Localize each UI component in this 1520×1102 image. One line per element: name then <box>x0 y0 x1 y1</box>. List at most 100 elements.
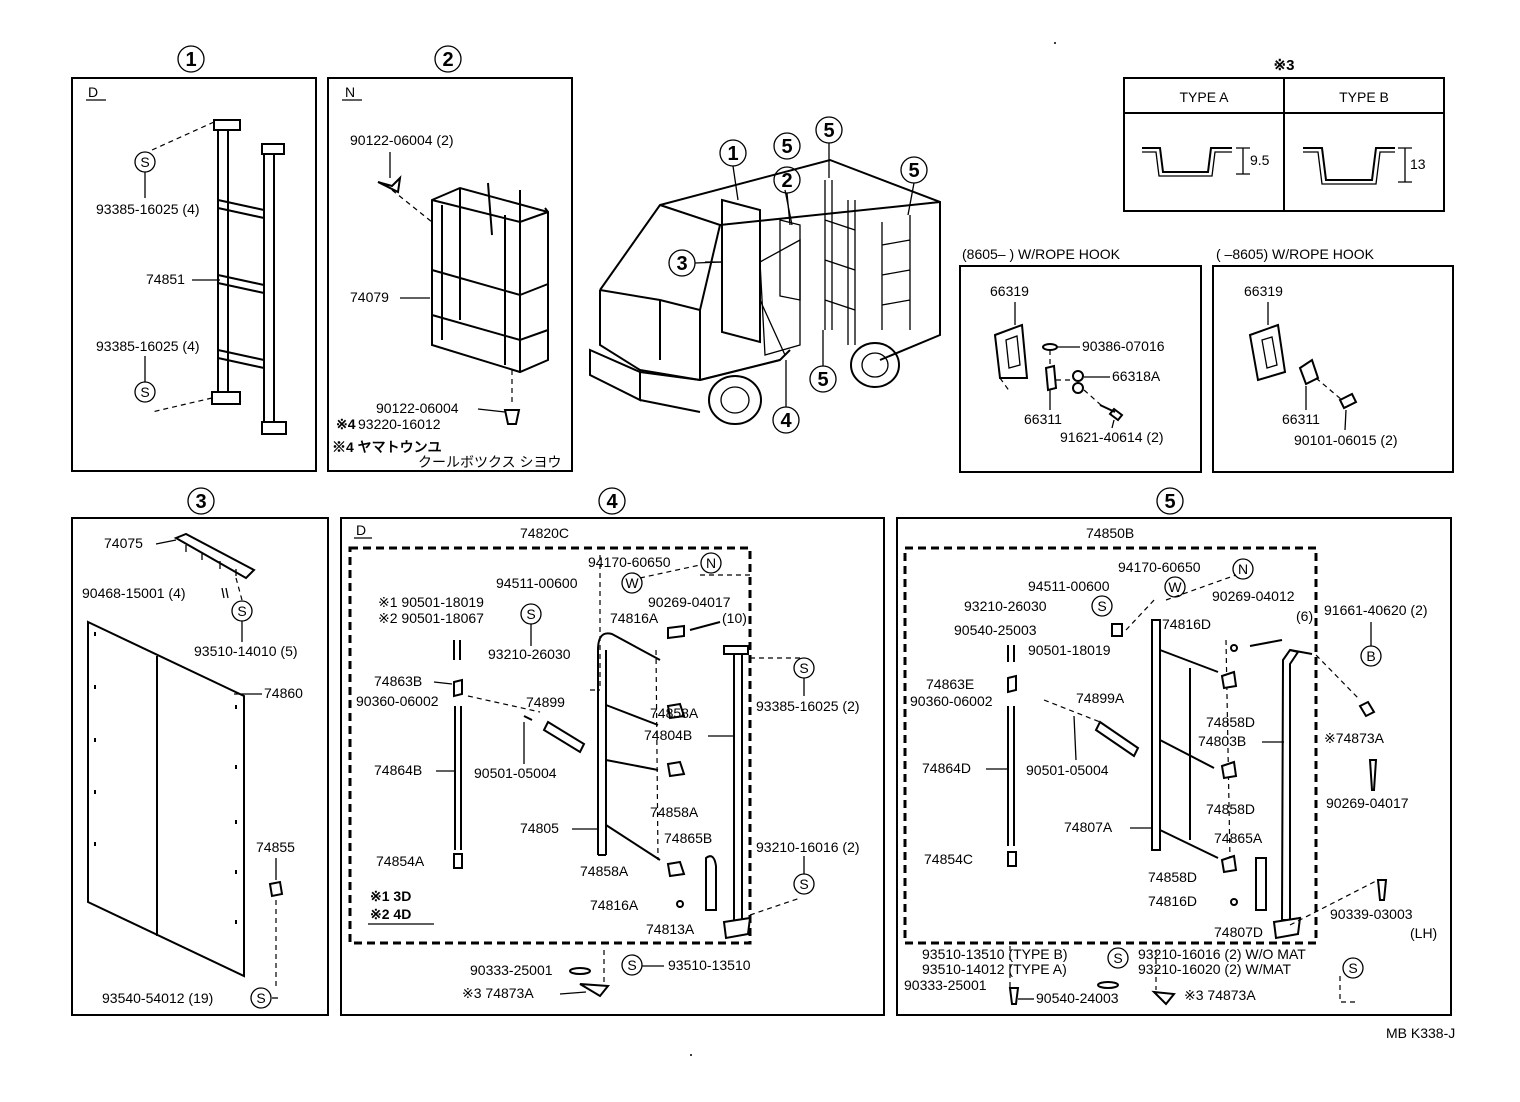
s-symbol <box>1107 947 1129 969</box>
svg-text:N: N <box>1238 561 1248 577</box>
part-label: 93210-26030 <box>488 646 571 662</box>
panel-5-number: 5 <box>1164 491 1175 513</box>
callout: 5 <box>817 369 828 391</box>
svg-text:S: S <box>627 957 636 973</box>
panel-5: 5 74850B S W N B S <box>896 487 1452 1016</box>
svg-text:S: S <box>1113 950 1122 966</box>
svg-text:S: S <box>799 660 808 676</box>
part-label: 93510-14012 (TYPE A) <box>922 961 1067 977</box>
ladder-74851 <box>211 119 287 435</box>
part-label: 90339-03003 <box>1330 906 1413 922</box>
rope-hook-panel-2: ( –8605) W/ROPE HOOK 66319 66311 90101-0… <box>1212 246 1454 473</box>
part-label: 90333-25001 <box>470 962 553 978</box>
svg-text:B: B <box>1366 648 1375 664</box>
drawing-code: MB K338-J <box>1386 1025 1455 1041</box>
part-label: 74851 <box>146 271 185 287</box>
callout: 2 <box>781 170 792 192</box>
part-label: 90386-07016 <box>1082 338 1165 354</box>
svg-text:S: S <box>1097 598 1106 614</box>
part-label: 74860 <box>264 685 303 701</box>
assembly-number: 74850B <box>1086 525 1134 541</box>
part-label: 74807A <box>1064 819 1113 835</box>
assembly-number: 74820C <box>520 525 569 541</box>
part-label: 66319 <box>1244 283 1283 299</box>
part-label: ※3 74873A <box>1184 987 1256 1003</box>
part-label: 74865A <box>1214 830 1263 846</box>
panel-4-number: 4 <box>606 491 618 513</box>
part-label: 66318A <box>1112 368 1161 384</box>
part-label: 74816A <box>610 610 659 626</box>
part-label: 93510-13510 (TYPE B) <box>922 946 1068 962</box>
panel-4-tag: D <box>356 522 366 538</box>
part-label: 93210-16016 (2) W/O MAT <box>1138 946 1306 962</box>
part-label: 90360-06002 <box>910 693 993 709</box>
part-label: 74854A <box>376 853 425 869</box>
panel-2: 2 N 90122-06004 (2) 74079 90122-06004 ※4… <box>327 45 573 472</box>
n-symbol <box>700 552 722 574</box>
part-label: 74805 <box>520 820 559 836</box>
part-label: 90333-25001 <box>904 977 987 993</box>
note-3d: ※1 3D <box>370 888 411 904</box>
w-symbol <box>621 572 643 594</box>
svg-text:S: S <box>237 603 246 619</box>
part-label: 74864D <box>922 760 971 776</box>
part-label: 74863E <box>926 676 974 692</box>
part-label: 74079 <box>350 289 389 305</box>
panel-3-number: 3 <box>195 491 206 513</box>
part-label: 74816D <box>1162 616 1211 632</box>
svg-text:S: S <box>1348 960 1357 976</box>
part-label: ※1 90501-18019 <box>378 594 484 610</box>
type-b-header: TYPE B <box>1339 89 1389 105</box>
rope-hook-1-title: (8605– ) W/ROPE HOOK <box>962 246 1121 262</box>
w-symbol <box>1164 576 1186 598</box>
part-label: 94511-00600 <box>1028 578 1110 594</box>
callout: 1 <box>727 143 738 165</box>
s-symbol <box>1091 595 1113 617</box>
svg-text:S: S <box>140 384 149 400</box>
s-symbol <box>621 954 643 976</box>
part-label: 74816D <box>1148 893 1197 909</box>
part-label: 66311 <box>1024 411 1062 427</box>
part-label: ※74873A <box>1324 730 1385 746</box>
panel-2-tag: N <box>345 84 355 100</box>
part-label: (6) <box>1296 608 1313 624</box>
svg-text:S: S <box>256 990 265 1006</box>
type-table-title: ※3 <box>1274 57 1295 74</box>
part-label: 93210-26030 <box>964 598 1047 614</box>
part-label: 74854C <box>924 851 973 867</box>
type-table: ※3 TYPE A TYPE B 9.5 13 <box>1123 57 1445 212</box>
svg-text:W: W <box>1168 579 1182 595</box>
part-label: 74858A <box>650 804 699 820</box>
svg-text:S: S <box>799 876 808 892</box>
part-label: 90540-24003 <box>1036 990 1119 1006</box>
part-label: 93510-13510 <box>668 957 751 973</box>
part-label: 94170-60650 <box>588 554 671 570</box>
part-label: 74803B <box>1198 733 1246 749</box>
part-label: 74865B <box>664 830 712 846</box>
part-label: 93210-16016 (2) <box>756 839 860 855</box>
part-label: 94511-00600 <box>496 575 578 591</box>
part-label: 74858D <box>1206 801 1255 817</box>
part-label: 90540-25003 <box>954 622 1037 638</box>
part-label: 90501-05004 <box>1026 762 1109 778</box>
callout: 5 <box>781 136 792 158</box>
note-mark: ※4 <box>336 416 356 432</box>
part-label: 91621-40614 (2) <box>1060 429 1164 445</box>
part-label: 74864B <box>374 762 422 778</box>
note-line-2: クールボツクス シヨウ <box>418 454 561 470</box>
note-4d: ※2 4D <box>370 906 411 922</box>
svg-text:S: S <box>140 154 149 170</box>
part-label: 90122-06004 (2) <box>350 132 454 148</box>
part-label: (10) <box>722 610 747 626</box>
type-b-dimension: 13 <box>1410 156 1426 172</box>
panel-1-tag: D <box>88 84 98 100</box>
cool-box-frame-74079 <box>431 182 549 374</box>
part-label: 90269-04012 <box>1212 588 1295 604</box>
type-a-dimension: 9.5 <box>1250 152 1270 168</box>
part-label: 93385-16025 (4) <box>96 201 200 217</box>
callout: 5 <box>908 160 919 182</box>
part-label: 91661-40620 (2) <box>1324 602 1428 618</box>
s-symbol <box>250 987 272 1009</box>
part-label: 90360-06002 <box>356 693 439 709</box>
part-label: 94170-60650 <box>1118 559 1201 575</box>
